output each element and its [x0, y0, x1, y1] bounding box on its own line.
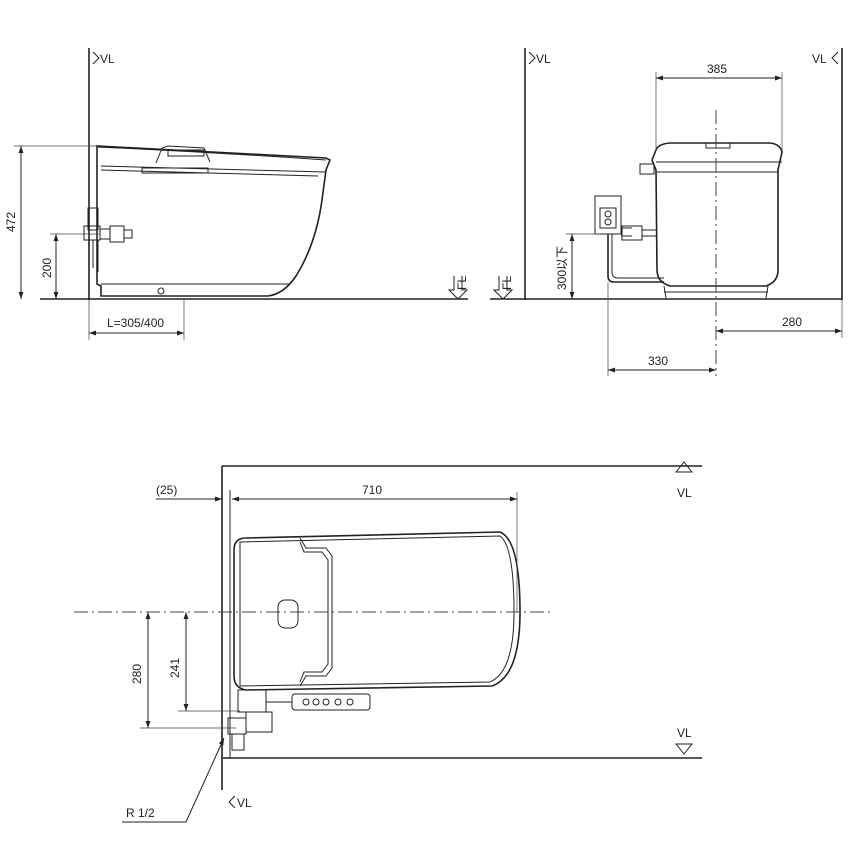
- front-wall-label-left: VL: [536, 52, 551, 66]
- side-floor-marker: FL: [447, 276, 469, 300]
- front-dim-inlet-offset-text: 330: [648, 354, 668, 368]
- front-floor-marker: FL: [492, 276, 514, 300]
- front-dim-width-text: 385: [707, 62, 727, 76]
- side-dim-length: L=305/400: [88, 300, 185, 340]
- front-dim-center-offset: 280: [716, 300, 843, 338]
- plan-pipe-leader: R 1/2: [122, 737, 225, 823]
- plan-wall-label-bottom: VL: [677, 726, 692, 740]
- side-dim-inlet-height: 200: [40, 233, 100, 299]
- front-dim-inlet-offset: 330: [607, 282, 716, 376]
- front-wall-marker-right: VL: [812, 51, 839, 66]
- plan-dim-length-text: 710: [362, 483, 382, 497]
- plan-wall-marker-bottom: VL: [674, 726, 694, 755]
- plan-dim-center-to-wall: 280: [130, 612, 236, 729]
- plan-view: VL VL VL: [74, 461, 702, 823]
- plan-wall-marker-left: VL: [228, 795, 252, 810]
- side-dim-length-text: L=305/400: [107, 316, 164, 330]
- plan-wall-label-left: VL: [237, 796, 252, 810]
- front-toilet-outline: [594, 110, 783, 376]
- side-dim-height-total-text: 472: [4, 212, 18, 232]
- side-wall-label: VL: [100, 52, 115, 66]
- plan-dim-center-to-inlet: 241: [168, 612, 240, 712]
- side-dim-inlet-height-text: 200: [40, 258, 54, 278]
- side-wall-marker: VL: [92, 51, 115, 66]
- front-wall-marker-left: VL: [528, 51, 551, 66]
- plan-dim-length: 710: [232, 483, 518, 612]
- plan-wall-label-top: VL: [677, 486, 692, 500]
- plan-dim-center-to-wall-text: 280: [130, 664, 144, 684]
- plan-wall-marker-top: VL: [674, 461, 694, 500]
- front-dim-width: 385: [655, 62, 783, 150]
- side-dim-height-total: 472: [4, 145, 97, 299]
- plan-pipe-size-text: R 1/2: [126, 806, 155, 820]
- plan-dim-center-to-inlet-text: 241: [168, 658, 182, 678]
- plan-dim-gap-text: (25): [156, 483, 177, 497]
- plan-dim-gap: (25): [156, 483, 222, 502]
- front-view: VL VL FL: [490, 48, 843, 376]
- side-floor-label: FL: [455, 276, 469, 290]
- front-dim-center-offset-text: 280: [782, 315, 802, 329]
- side-toilet-outline: [83, 145, 332, 297]
- front-dim-outlet-height: 300以下: [555, 233, 600, 299]
- front-wall-label-right: VL: [812, 52, 827, 66]
- plan-toilet-outline: [227, 531, 521, 751]
- front-floor-label: FL: [500, 276, 514, 290]
- front-dim-outlet-height-text: 300以下: [555, 246, 569, 290]
- side-view: VL FL: [4, 48, 469, 340]
